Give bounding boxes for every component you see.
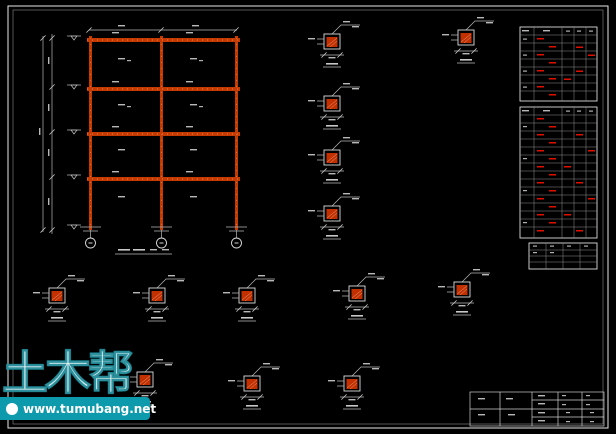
section-detail	[442, 17, 494, 63]
section-detail	[308, 83, 360, 129]
frame-elevation	[80, 32, 247, 255]
watermark: 土木帮 www.tumubang.net	[0, 346, 175, 425]
sheet-border	[7, 5, 609, 429]
dimension-lines	[39, 25, 240, 234]
tumubang-logo-icon	[6, 402, 18, 415]
section-detail	[308, 21, 360, 67]
section-detail	[228, 363, 280, 409]
section-detail	[308, 137, 360, 183]
title-block	[469, 391, 605, 427]
section-detail	[438, 269, 490, 315]
section-detail	[133, 275, 185, 321]
watermark-brand-text: 土木帮	[1, 346, 134, 400]
rebar-schedule-table-lower	[519, 106, 598, 239]
section-detail	[308, 193, 360, 239]
section-detail	[333, 273, 385, 319]
section-detail	[328, 363, 380, 409]
rebar-schedule-table-upper	[519, 26, 598, 102]
section-detail	[223, 275, 275, 321]
watermark-bar: www.tumubang.net	[0, 397, 156, 420]
watermark-url-text: www.tumubang.net	[23, 401, 157, 416]
section-detail	[33, 275, 85, 321]
notes-table	[528, 242, 598, 270]
